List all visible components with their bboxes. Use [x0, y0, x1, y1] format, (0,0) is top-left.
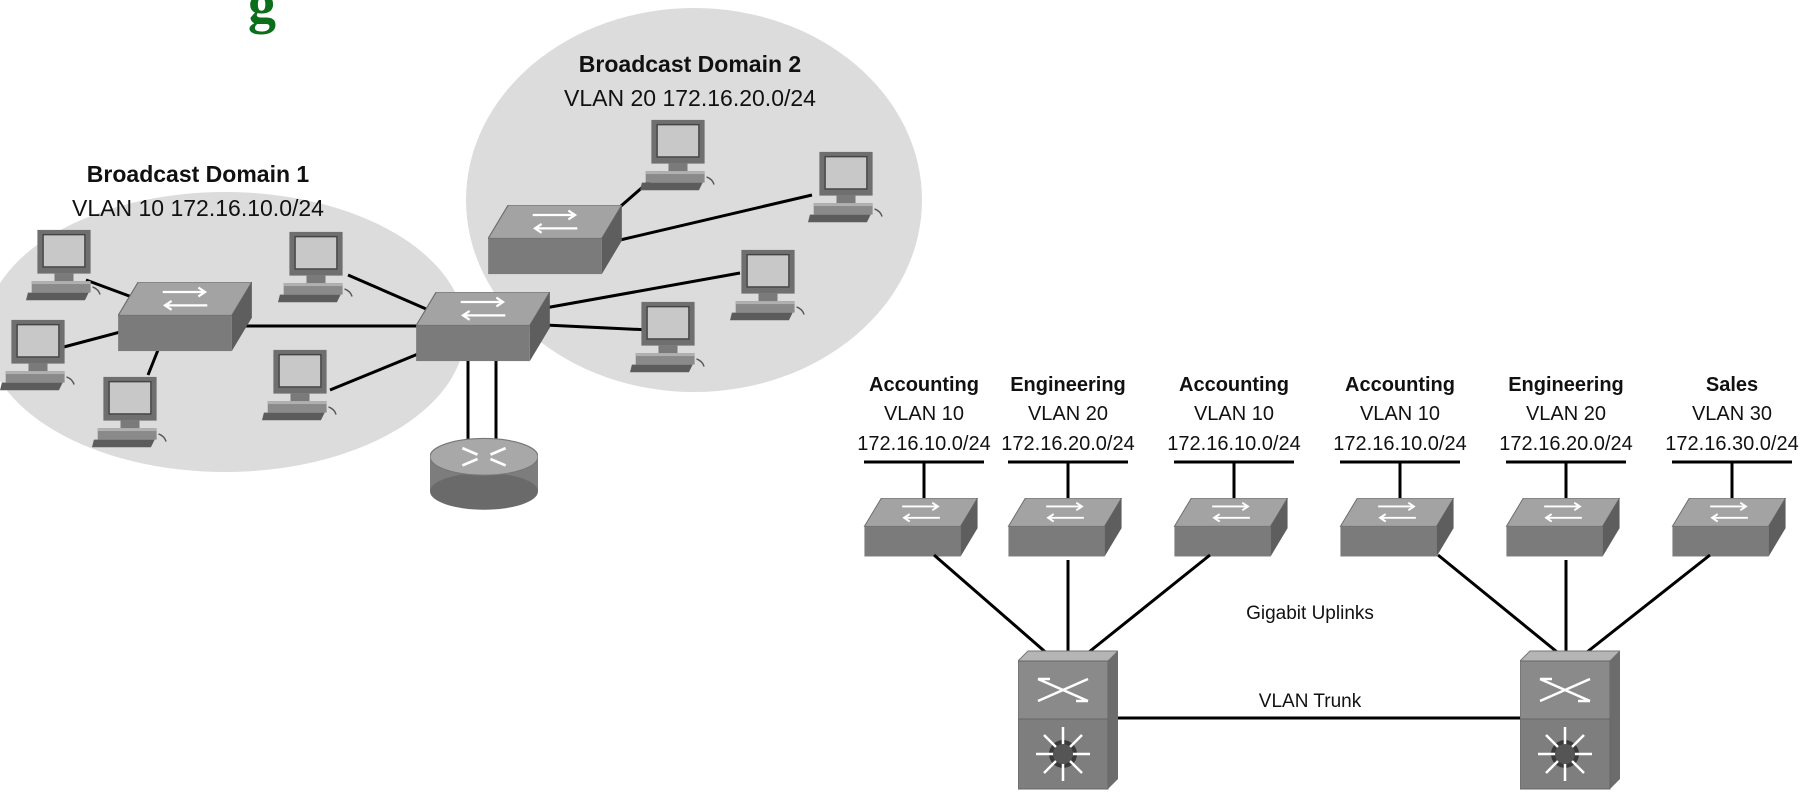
switch-icon: [118, 282, 252, 353]
switch-icon: [863, 498, 979, 558]
segment-vlan: VLAN 10: [1194, 403, 1274, 425]
gigabit-uplinks-label: Gigabit Uplinks: [1246, 603, 1374, 624]
switch-icon: [1007, 498, 1123, 558]
switch-icon: [1505, 498, 1621, 558]
router-icon: [430, 437, 538, 511]
segment-department: Accounting: [1179, 374, 1289, 396]
switch-icon: [1671, 498, 1787, 558]
switch-icon: [1339, 498, 1455, 558]
segment-department: Engineering: [1508, 374, 1624, 396]
segment-department: Engineering: [1010, 374, 1126, 396]
multilayer-switch-icon: [1520, 650, 1620, 791]
segment-subnet: 172.16.20.0/24: [1499, 433, 1632, 455]
segment-subnet: 172.16.20.0/24: [1001, 433, 1134, 455]
segment-vlan: VLAN 30: [1692, 403, 1772, 425]
header-fragment: g: [248, 0, 276, 35]
switch-icon: [488, 205, 622, 276]
segment-department: Accounting: [1345, 374, 1455, 396]
segment-vlan: VLAN 10: [1360, 403, 1440, 425]
segment-subnet: 172.16.10.0/24: [1167, 433, 1300, 455]
segment-subnet: 172.16.10.0/24: [1333, 433, 1466, 455]
segment-subnet: 172.16.30.0/24: [1665, 433, 1798, 455]
segment-vlan: VLAN 10: [884, 403, 964, 425]
switch-icon: [416, 292, 550, 363]
multilayer-switch-icon: [1018, 650, 1118, 791]
segment-department: Sales: [1706, 374, 1758, 396]
gigabit-uplinks: [933, 553, 1711, 720]
domain-2-title: Broadcast Domain 2: [579, 51, 801, 77]
domain-2-subtitle: VLAN 20 172.16.20.0/24: [564, 85, 816, 111]
broadcast-domain-2-area: [466, 8, 922, 392]
segment-vlan: VLAN 20: [1526, 403, 1606, 425]
vlan-trunk-label: VLAN Trunk: [1259, 691, 1362, 712]
segment-vlan: VLAN 20: [1028, 403, 1108, 425]
domain-1-title: Broadcast Domain 1: [87, 161, 310, 187]
segment-subnet: 172.16.10.0/24: [857, 433, 990, 455]
segment-department: Accounting: [869, 374, 979, 396]
domain-1-subtitle: VLAN 10 172.16.10.0/24: [72, 195, 324, 221]
switch-icon: [1173, 498, 1289, 558]
